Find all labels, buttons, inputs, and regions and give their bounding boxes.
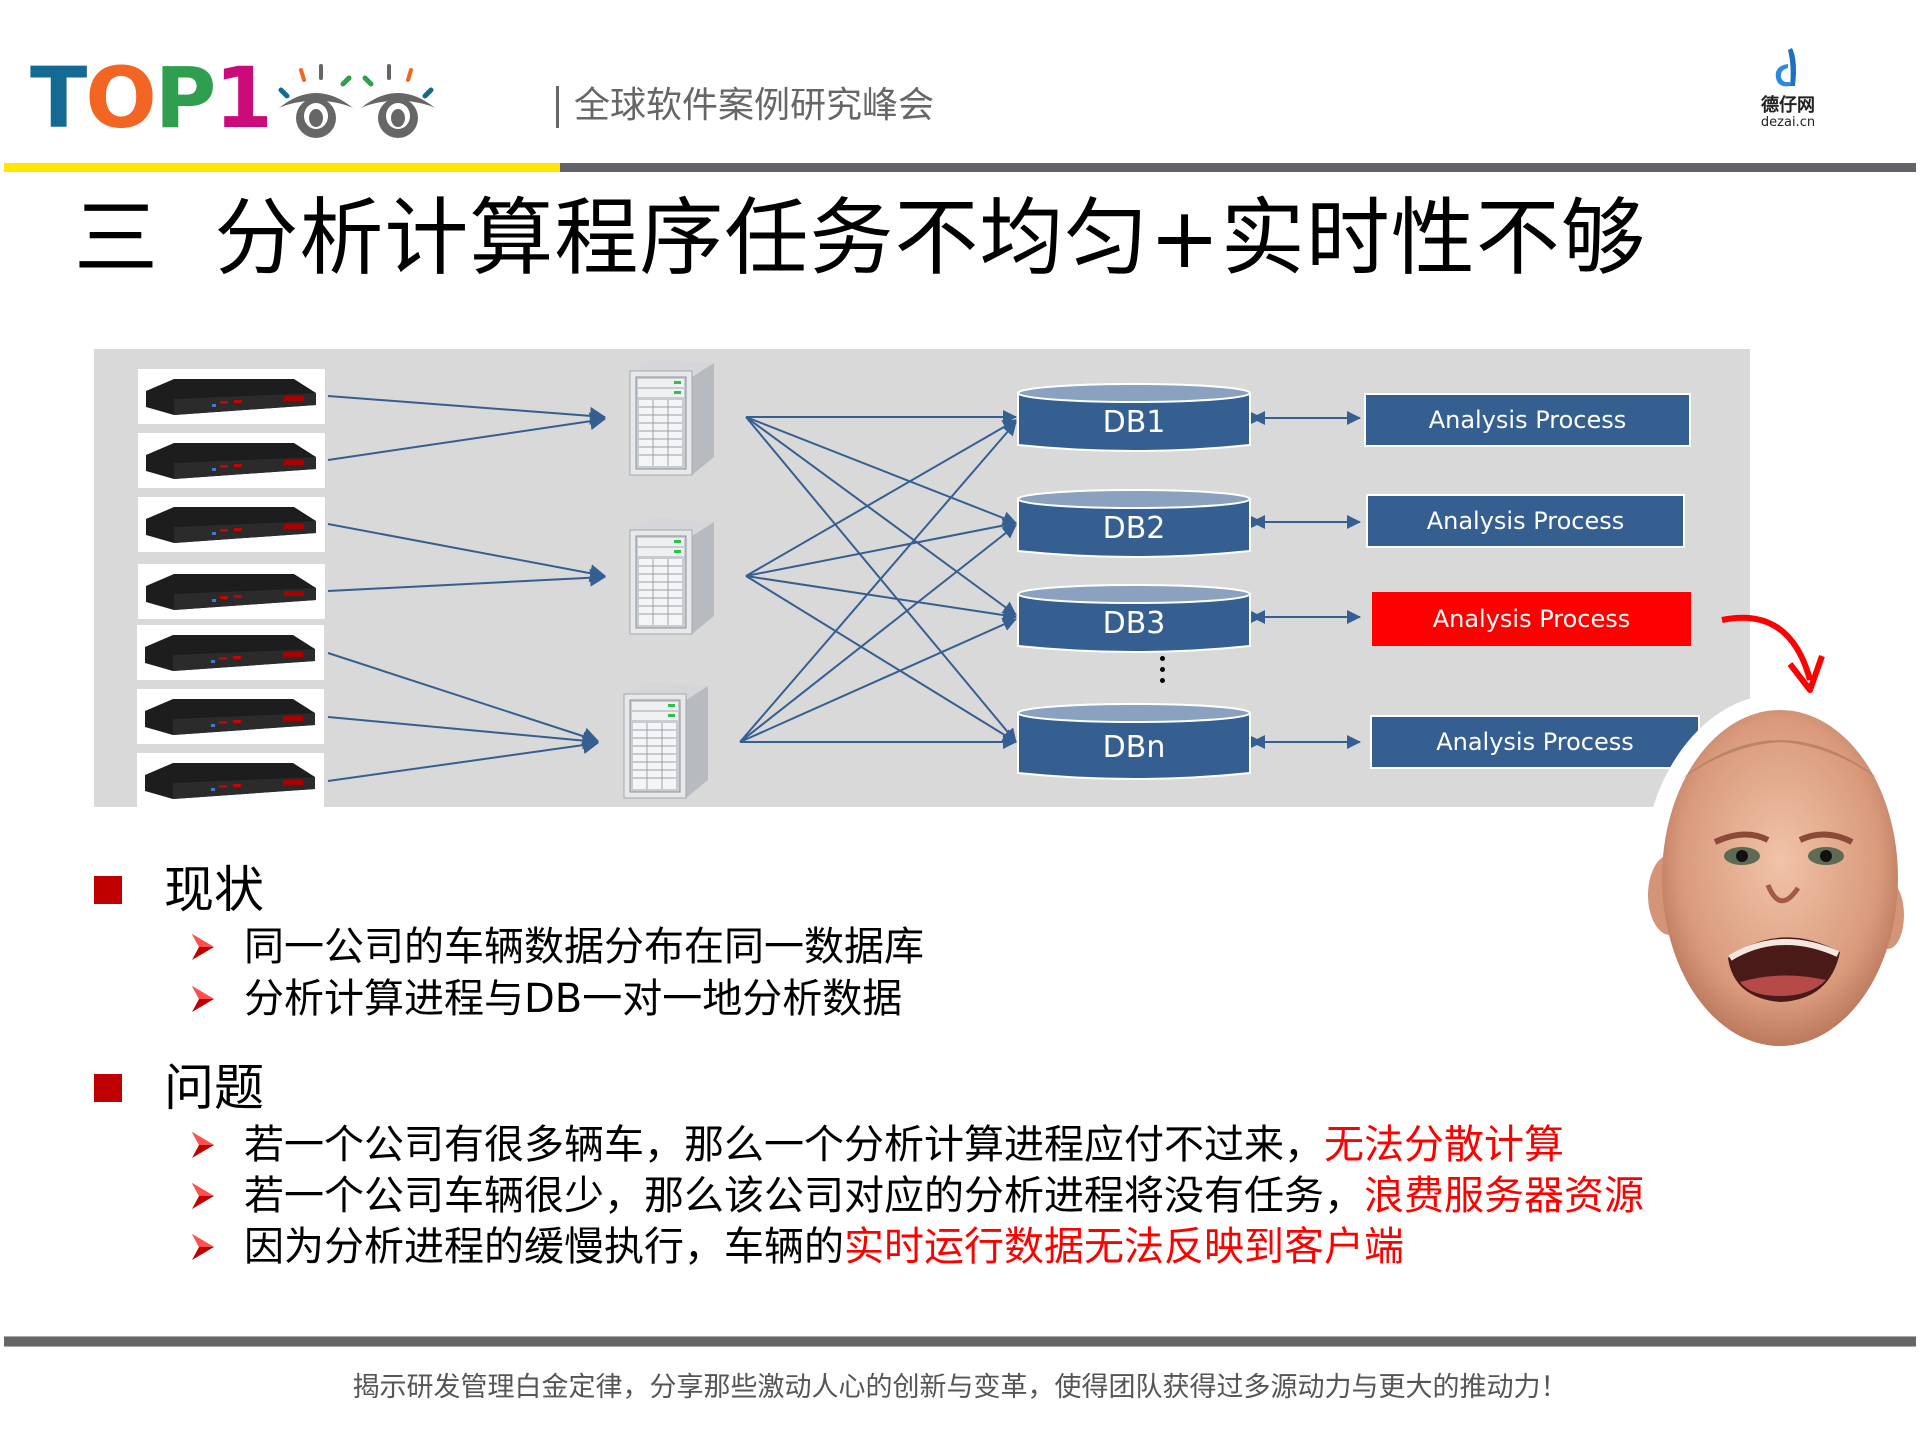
database-cylinder-icon	[1017, 489, 1251, 558]
text-highlight: 浪费服务器资源	[1364, 1173, 1644, 1219]
database-label: DB2	[1102, 511, 1166, 546]
dvr-device-icon	[146, 443, 316, 479]
section-heading: 问题	[164, 1059, 264, 1117]
logo-divider	[556, 86, 559, 128]
list-item-text: 分析计算进程与DB一对一地分析数据	[244, 976, 903, 1022]
footer-bar	[4, 1336, 1916, 1347]
vehicle-device-7	[137, 753, 324, 808]
database-cylinder-icon	[1017, 383, 1251, 452]
dezai-name-cn: 德仔网	[1761, 95, 1815, 116]
list-item: 若一个公司车辆很少，那么该公司对应的分析进程将没有任务，浪费服务器资源	[190, 1171, 1644, 1221]
list-item: 因为分析进程的缓慢执行，车辆的实时运行数据无法反映到客户端	[190, 1222, 1404, 1272]
slide-title: 三 分析计算程序任务不均匀+实时性不够	[74, 189, 1646, 287]
logo-letter-t: T	[30, 49, 87, 147]
analysis-process-1: Analysis Process	[1364, 393, 1691, 447]
section-problems: 问题	[94, 1058, 264, 1118]
analysis-process-3-overloaded: Analysis Process	[1372, 592, 1691, 646]
list-item-text: 若一个公司有很多辆车，那么一个分析计算进程应付不过来，无法分散计算	[244, 1120, 1564, 1170]
server-1-icon	[629, 359, 714, 476]
crying-baby-image	[1642, 694, 1918, 1066]
text-normal: 若一个公司车辆很少，那么该公司对应的分析进程将没有任务，	[244, 1173, 1364, 1219]
server-2-icon	[629, 518, 714, 635]
database-cylinder-icon	[1017, 584, 1251, 653]
list-item: 分析计算进程与DB一对一地分析数据	[190, 974, 902, 1024]
list-item-text: 因为分析进程的缓慢执行，车辆的实时运行数据无法反映到客户端	[244, 1222, 1404, 1272]
vehicle-device-4	[138, 564, 325, 619]
vehicle-device-2	[138, 433, 325, 488]
dezai-d-icon	[1775, 48, 1796, 87]
database-db1: DB1	[1017, 383, 1251, 455]
database-label: DB3	[1102, 606, 1166, 641]
dvr-device-icon	[145, 635, 315, 671]
top100-logo: T O P 1	[30, 49, 461, 147]
database-db2: DB2	[1017, 489, 1251, 561]
logo-letter-1: 1	[214, 49, 272, 147]
arrow-bullet-icon	[192, 1132, 214, 1158]
header-bar-gray	[560, 163, 1916, 172]
vehicle-device-3	[138, 497, 325, 552]
text-normal: 因为分析进程的缓慢执行，车辆的	[244, 1224, 844, 1270]
summit-subtitle: 全球软件案例研究峰会	[574, 85, 935, 126]
vehicle-device-5	[137, 625, 324, 680]
ellipsis-dots-icon	[1160, 656, 1168, 689]
square-bullet-icon	[94, 876, 122, 904]
dvr-device-icon	[146, 574, 316, 610]
eyes-logo-icon	[278, 64, 435, 138]
section-heading: 现状	[164, 861, 264, 919]
text-highlight: 实时运行数据无法反映到客户端	[844, 1224, 1404, 1270]
list-item-text: 同一公司的车辆数据分布在同一数据库	[244, 924, 924, 970]
logo-letter-p: P	[154, 49, 217, 147]
dezai-name-en: dezai.cn	[1760, 115, 1816, 130]
vehicle-device-1	[138, 369, 325, 424]
arrow-bullet-icon	[192, 1183, 214, 1209]
square-bullet-icon	[94, 1074, 122, 1102]
database-label: DB1	[1102, 405, 1166, 440]
server-3-icon	[623, 682, 708, 799]
database-dbn: DBn	[1017, 703, 1251, 783]
list-item: 同一公司的车辆数据分布在同一数据库	[190, 922, 924, 972]
dvr-device-icon	[146, 507, 316, 543]
analysis-process-4: Analysis Process	[1370, 715, 1700, 769]
dvr-device-icon	[145, 699, 315, 735]
header-bar-yellow	[4, 163, 560, 172]
arrow-bullet-icon	[192, 986, 214, 1012]
dvr-device-icon	[145, 763, 315, 799]
arrow-bullet-icon	[192, 1234, 214, 1260]
vehicle-device-6	[137, 689, 324, 744]
text-highlight: 无法分散计算	[1324, 1122, 1564, 1168]
analysis-process-2: Analysis Process	[1366, 494, 1685, 548]
database-label: DBn	[1102, 730, 1166, 765]
footer-slogan: 揭示研发管理白金定律，分享那些激动人心的创新与变革，使得团队获得过多源动力与更大…	[352, 1372, 1568, 1403]
list-item: 若一个公司有很多辆车，那么一个分析计算进程应付不过来，无法分散计算	[190, 1120, 1564, 1170]
arrow-bullet-icon	[192, 934, 214, 960]
database-db3: DB3	[1017, 584, 1251, 656]
section-current-status: 现状	[94, 860, 264, 920]
logo-letter-o: O	[85, 49, 156, 147]
dezai-logo: 德仔网 dezai.cn	[1752, 46, 1824, 130]
database-cylinder-icon	[1017, 703, 1251, 780]
dvr-device-icon	[146, 379, 316, 415]
list-item-text: 若一个公司车辆很少，那么该公司对应的分析进程将没有任务，浪费服务器资源	[244, 1171, 1644, 1221]
text-normal: 若一个公司有很多辆车，那么一个分析计算进程应付不过来，	[244, 1122, 1324, 1168]
